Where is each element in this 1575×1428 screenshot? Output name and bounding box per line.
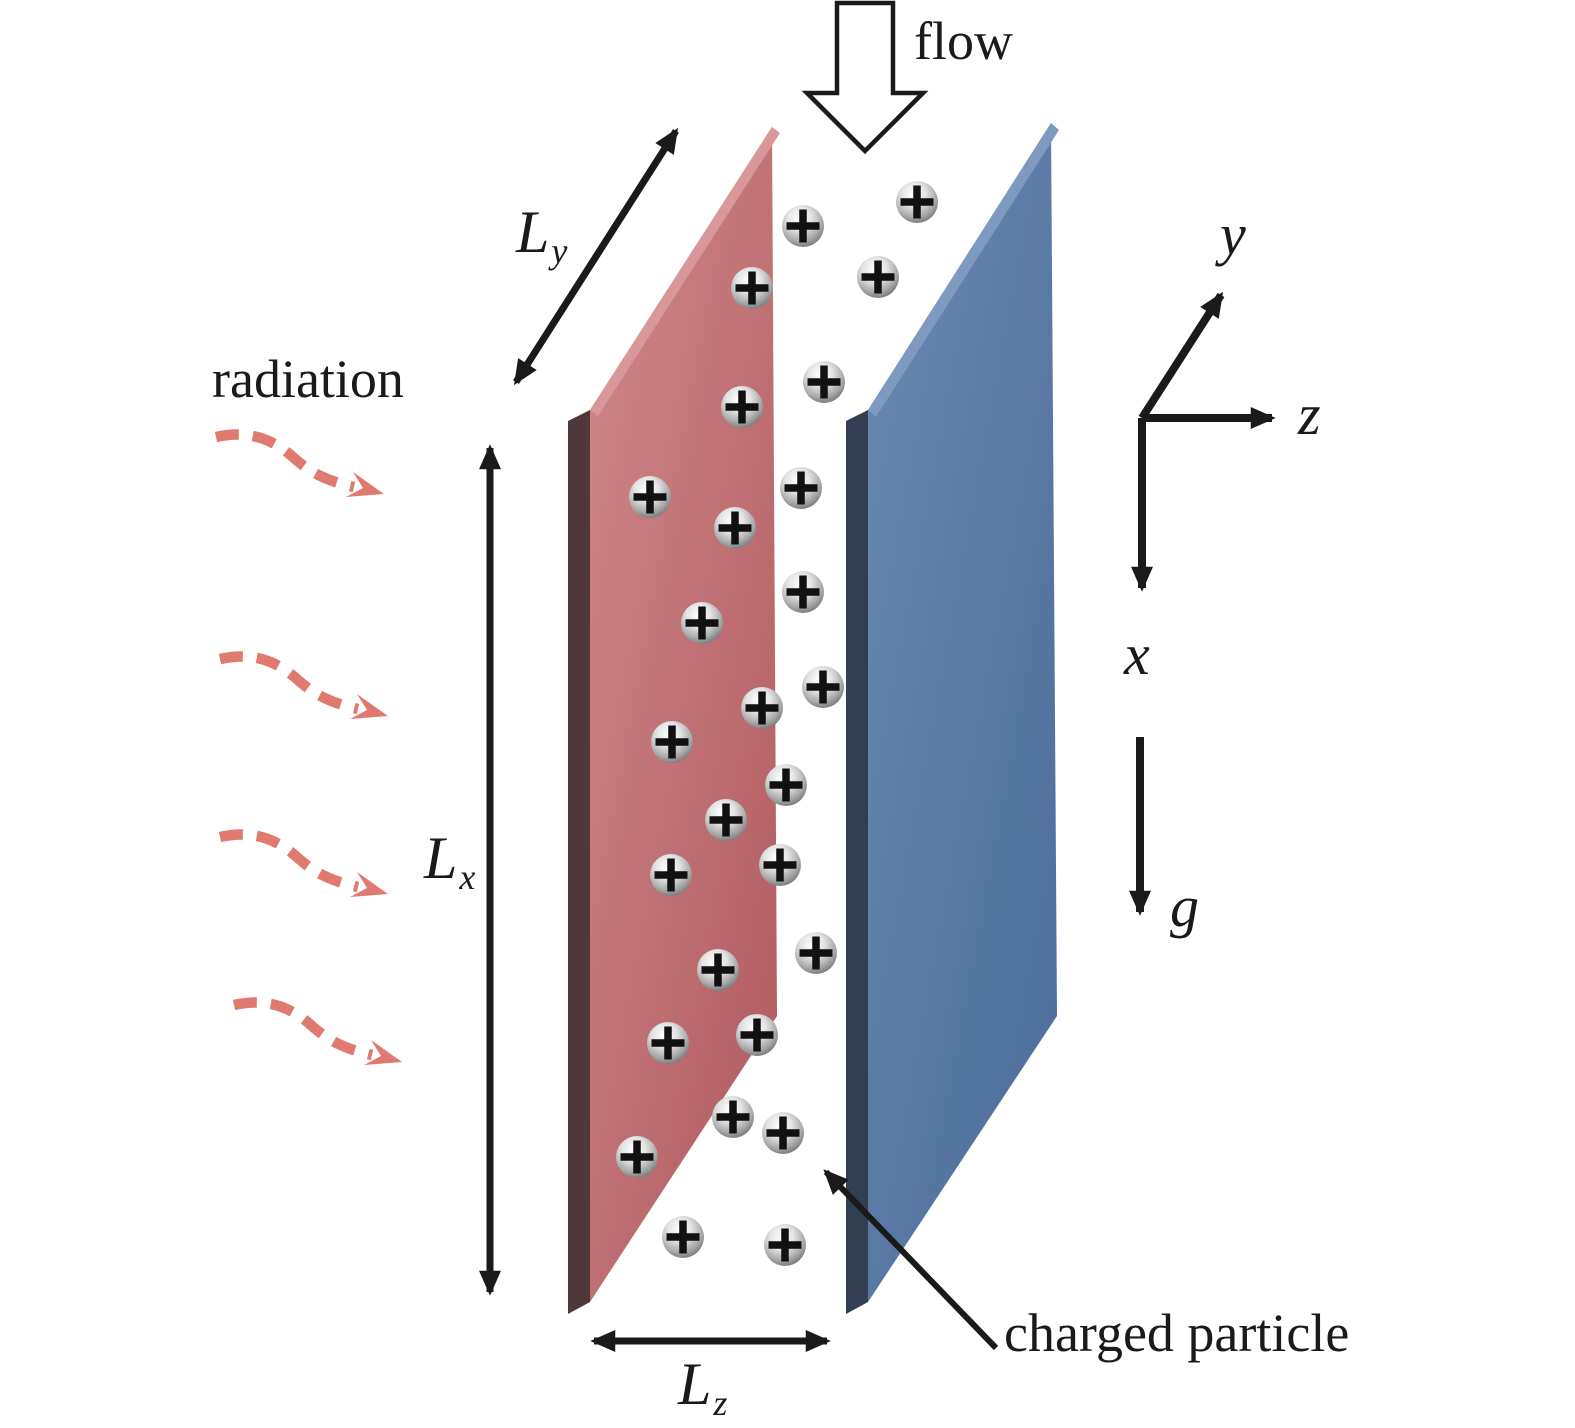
blue-plate-top-bevel [868, 123, 1059, 417]
lx-label: Lx [424, 828, 475, 895]
charged-particle [896, 181, 938, 223]
charged-particle [736, 1014, 778, 1056]
charged-particle [705, 799, 747, 841]
particles-layer [616, 181, 938, 1266]
charged-particle [765, 764, 807, 806]
charged-particle [662, 1216, 704, 1258]
charged-particle [629, 476, 671, 518]
charged-particle [714, 507, 756, 549]
charged-particle [741, 687, 783, 729]
y-axis-label: y [1220, 202, 1246, 267]
charged-particle [780, 467, 822, 509]
y-axis-arrow [1138, 291, 1225, 421]
x-axis-label: x [1124, 622, 1150, 687]
blue-plate-side-face [846, 410, 868, 1314]
blue-plate-front-face [868, 123, 1057, 1302]
charged-particle [651, 721, 693, 763]
radiation-arrow [232, 997, 402, 1065]
radiation-arrow [218, 651, 388, 719]
charged-particle [647, 1022, 689, 1064]
lz-label: Lz [678, 1354, 727, 1421]
charged-particle [764, 1224, 806, 1266]
ly-label: Ly [516, 202, 567, 269]
red-plate-side-face [568, 410, 590, 1314]
lx-label-base: L [424, 825, 458, 891]
coordinate-axes [1129, 291, 1276, 916]
dimension-arrows [479, 127, 831, 1352]
flow-label: flow [914, 11, 1013, 71]
charged-particle-label: charged particle [1004, 1303, 1350, 1363]
lz-label-subscript: z [713, 1382, 728, 1423]
lz-label-base: L [678, 1351, 712, 1417]
charged-particle [681, 602, 723, 644]
ly-label-subscript: y [551, 230, 568, 271]
radiation-label: radiation [212, 349, 404, 409]
charged-particle [731, 267, 773, 309]
charged-particle [802, 666, 844, 708]
charged-particle [857, 256, 899, 298]
charged-particle [712, 1096, 754, 1138]
charged-particle [721, 386, 763, 428]
charged-particle [803, 361, 845, 403]
charged-particle [616, 1136, 658, 1178]
radiation-arrow [218, 829, 388, 897]
flow-arrow [801, 0, 929, 155]
gravity-label: g [1170, 874, 1199, 939]
z-axis-label: z [1298, 382, 1321, 447]
charged-particle [762, 1112, 804, 1154]
blue-plate [846, 123, 1059, 1314]
charged-particle-leader-arrow [823, 1169, 999, 1351]
ly-label-base: L [516, 199, 550, 265]
charged-particle [795, 932, 837, 974]
lx-label-subscript: x [459, 856, 476, 897]
ly-dimension-arrow [513, 127, 679, 386]
radiation-arrows-layer [214, 429, 402, 1065]
charged-particle [650, 854, 692, 896]
charged-particle [759, 844, 801, 886]
charged-particle [782, 571, 824, 613]
charged-particle [782, 205, 824, 247]
charged-particle [697, 949, 739, 991]
radiation-arrow [214, 429, 384, 497]
